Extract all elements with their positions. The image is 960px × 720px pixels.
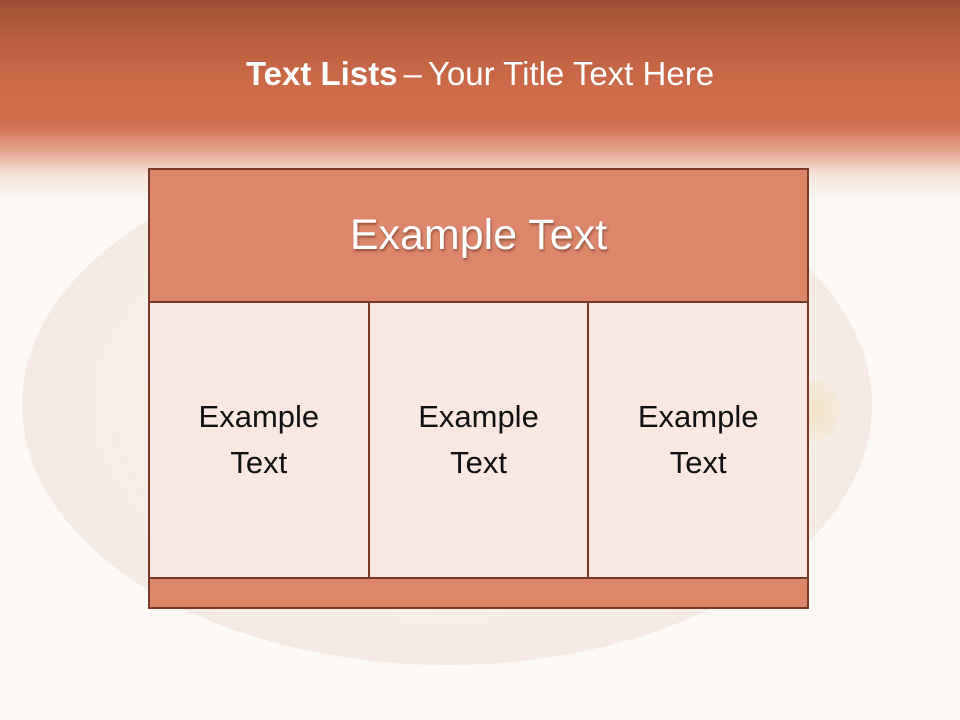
table-column-2-line1: Example (418, 399, 539, 434)
table-column-3-text: Example Text (638, 394, 759, 486)
header-band (0, 0, 960, 200)
table-header-text: Example Text (349, 211, 608, 259)
slide-title-rest: Your Title Text Here (427, 55, 715, 92)
table-column-3-line2: Text (669, 445, 727, 480)
table-columns-row: Example Text Example Text Example Text (150, 303, 808, 577)
slide-title-bold: Text Lists (245, 55, 398, 92)
table-column-3[interactable]: Example Text (587, 303, 808, 577)
table-column-2-line2: Text (450, 445, 507, 480)
table-column-1-text: Example Text (199, 394, 320, 486)
text-list-table: Example Text Example Text Example Text E… (148, 168, 809, 609)
table-column-1[interactable]: Example Text (150, 303, 368, 577)
table-column-2-text: Example Text (418, 394, 539, 486)
table-column-1-line1: Example (198, 399, 320, 434)
table-footer-bar[interactable] (150, 577, 807, 607)
table-column-2[interactable]: Example Text (367, 303, 588, 577)
slide-title-separator: – (403, 55, 422, 92)
table-header-cell[interactable]: Example Text (150, 170, 807, 303)
table-column-1-line2: Text (230, 445, 288, 480)
table-column-3-line1: Example (637, 399, 759, 434)
slide-title[interactable]: Text Lists–Your Title Text Here (0, 52, 960, 96)
